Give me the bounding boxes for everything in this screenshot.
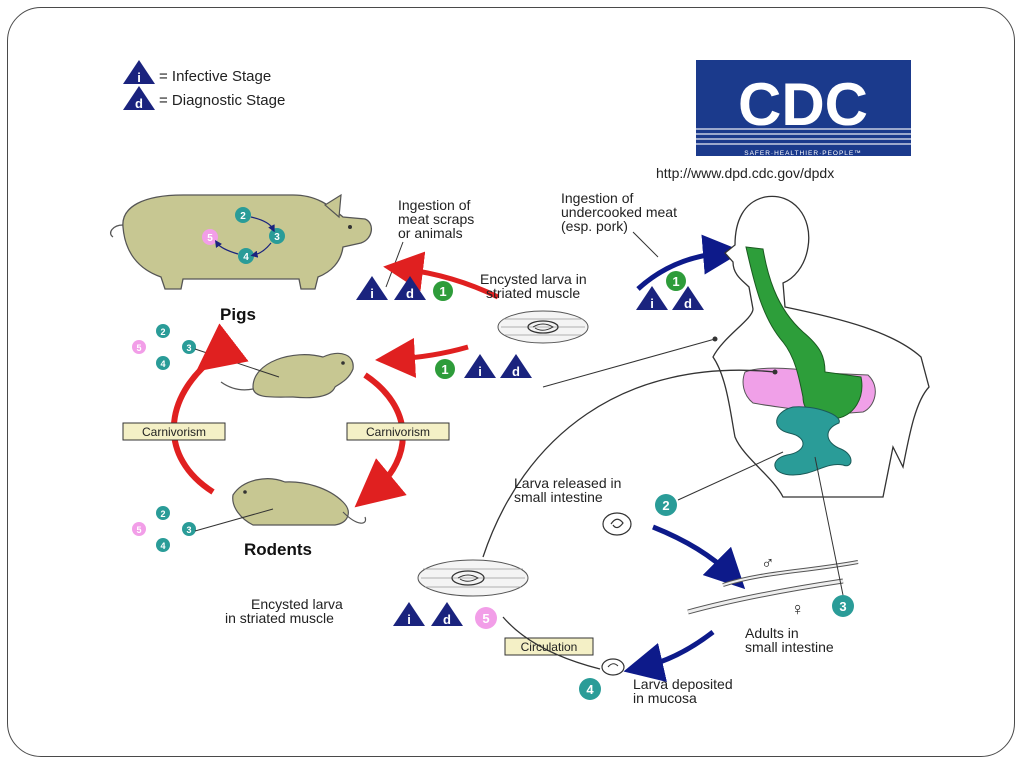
svg-text:small intestine: small intestine (745, 639, 834, 655)
svg-text:1: 1 (439, 284, 446, 299)
svg-text:Encysted larva in: Encysted larva in (480, 271, 587, 287)
svg-text:undercooked meat: undercooked meat (561, 204, 677, 220)
svg-text:3: 3 (839, 599, 846, 614)
svg-text:d: d (512, 364, 520, 379)
pig-illustration (109, 193, 372, 290)
rodent-stage-markers: 1 i d (435, 354, 532, 379)
arrow-to-mucosa (623, 630, 715, 683)
svg-text:5: 5 (136, 525, 141, 535)
svg-text:Carnivorism: Carnivorism (366, 425, 430, 439)
svg-text:Carnivorism: Carnivorism (142, 425, 206, 439)
svg-text:Ingestion of: Ingestion of (561, 190, 633, 206)
svg-text:i: i (407, 612, 411, 627)
rodents-label: Rodents (244, 540, 312, 559)
rodent-bottom-stage-cycle: 2 3 4 5 (132, 506, 274, 552)
cdc-logo: CDC SAFER·HEALTHIER·PEOPLE™ (696, 60, 911, 157)
cdc-tagline: SAFER·HEALTHIER·PEOPLE™ (744, 150, 862, 157)
encysted-bottom-markers: i d 5 (393, 602, 497, 629)
svg-text:Larva deposited: Larva deposited (633, 676, 733, 692)
svg-text:in striated muscle: in striated muscle (225, 610, 334, 626)
diagnostic-stage-icon: d (123, 86, 155, 111)
svg-text:2: 2 (662, 498, 669, 513)
svg-text:1: 1 (441, 362, 448, 377)
female-symbol: ♀ (791, 599, 805, 619)
adult-worms-icon (687, 560, 859, 615)
svg-text:d: d (406, 286, 414, 301)
pointer-line (542, 338, 716, 388)
svg-text:2: 2 (160, 509, 165, 519)
encysted-top-label: Encysted larva in striated muscle (480, 271, 587, 301)
svg-text:CDC: CDC (738, 71, 868, 138)
svg-text:d: d (135, 96, 143, 111)
arrow-to-rodent (375, 337, 469, 378)
svg-text:(esp. pork): (esp. pork) (561, 218, 628, 234)
adults-label: Adults in small intestine (745, 625, 834, 655)
svg-text:Adults in: Adults in (745, 625, 799, 641)
svg-text:3: 3 (186, 525, 191, 535)
circulation-path (482, 369, 776, 558)
svg-text:Ingestion of: Ingestion of (398, 197, 470, 213)
svg-text:4: 4 (160, 359, 165, 369)
svg-text:Larva released in: Larva released in (514, 475, 621, 491)
svg-text:Encysted larva: Encysted larva (251, 596, 343, 612)
carnivorism-left-box: Carnivorism (122, 422, 226, 441)
human-ingestion-markers: 1 i d (636, 271, 704, 311)
svg-text:striated muscle: striated muscle (486, 285, 580, 301)
pigs-label: Pigs (220, 305, 256, 324)
ingestion-meat-label: Ingestion of undercooked meat (esp. pork… (561, 190, 677, 234)
svg-text:small intestine: small intestine (514, 489, 603, 505)
cdc-url: http://www.dpd.cdc.gov/dpdx (656, 165, 834, 181)
svg-text:1: 1 (672, 274, 679, 289)
pig-stage-cycle: 2 3 4 5 (202, 207, 285, 264)
carnivorism-right-box: Carnivorism (346, 422, 450, 441)
svg-text:i: i (650, 296, 654, 311)
svg-text:2: 2 (160, 327, 165, 337)
svg-text:3: 3 (274, 232, 280, 243)
svg-text:meat scraps: meat scraps (398, 211, 474, 227)
muscle-tissue-top (497, 310, 589, 344)
svg-text:i: i (370, 286, 374, 301)
svg-text:i: i (137, 70, 141, 85)
larva-released-label: Larva released in small intestine (514, 475, 621, 505)
legend: i = Infective Stage d = Diagnostic Stage (123, 60, 285, 111)
stage-3-marker: 3 (832, 595, 854, 617)
svg-text:5: 5 (207, 233, 213, 244)
svg-text:Circulation: Circulation (521, 640, 578, 654)
deposited-larva-icon (601, 658, 625, 676)
svg-text:4: 4 (586, 682, 594, 697)
svg-text:5: 5 (136, 343, 141, 353)
infective-stage-label: = Infective Stage (159, 68, 271, 85)
svg-text:5: 5 (482, 611, 489, 626)
muscle-tissue-bottom (417, 559, 529, 597)
stage-2-marker: 2 (655, 494, 677, 516)
ingestion-scraps-label: Ingestion of meat scraps or animals (398, 197, 474, 241)
larva-deposited-label: Larva deposited in mucosa (633, 676, 733, 706)
rodent-top-illustration (220, 352, 354, 399)
encysted-bottom-label: Encysted larva in striated muscle (225, 596, 343, 626)
trichinella-life-cycle-diagram: i = Infective Stage d = Diagnostic Stage… (103, 57, 932, 707)
svg-text:i: i (478, 364, 482, 379)
svg-text:in mucosa: in mucosa (633, 690, 697, 706)
stage-4-marker: 4 (579, 678, 601, 700)
arrow-to-pig (383, 251, 500, 300)
svg-text:d: d (443, 612, 451, 627)
diagnostic-stage-label: = Diagnostic Stage (159, 92, 285, 109)
pig-stage-markers: i d 1 (356, 276, 453, 301)
svg-text:4: 4 (243, 252, 249, 263)
svg-text:or animals: or animals (398, 225, 463, 241)
rodent-bottom-illustration (232, 478, 367, 526)
released-larva-icon (602, 512, 632, 536)
male-symbol: ♂ (761, 553, 775, 573)
rodent-top-stage-cycle: 2 3 4 5 (132, 324, 280, 378)
circulation-link (502, 616, 601, 670)
infective-stage-icon: i (123, 60, 155, 85)
svg-text:4: 4 (160, 541, 165, 551)
svg-text:d: d (684, 296, 692, 311)
human-illustration (712, 195, 930, 498)
arrow-to-human (636, 234, 743, 291)
arrow-to-adults (652, 524, 746, 590)
svg-text:2: 2 (240, 211, 246, 222)
circulation-box: Circulation (504, 637, 594, 656)
svg-text:3: 3 (186, 343, 191, 353)
